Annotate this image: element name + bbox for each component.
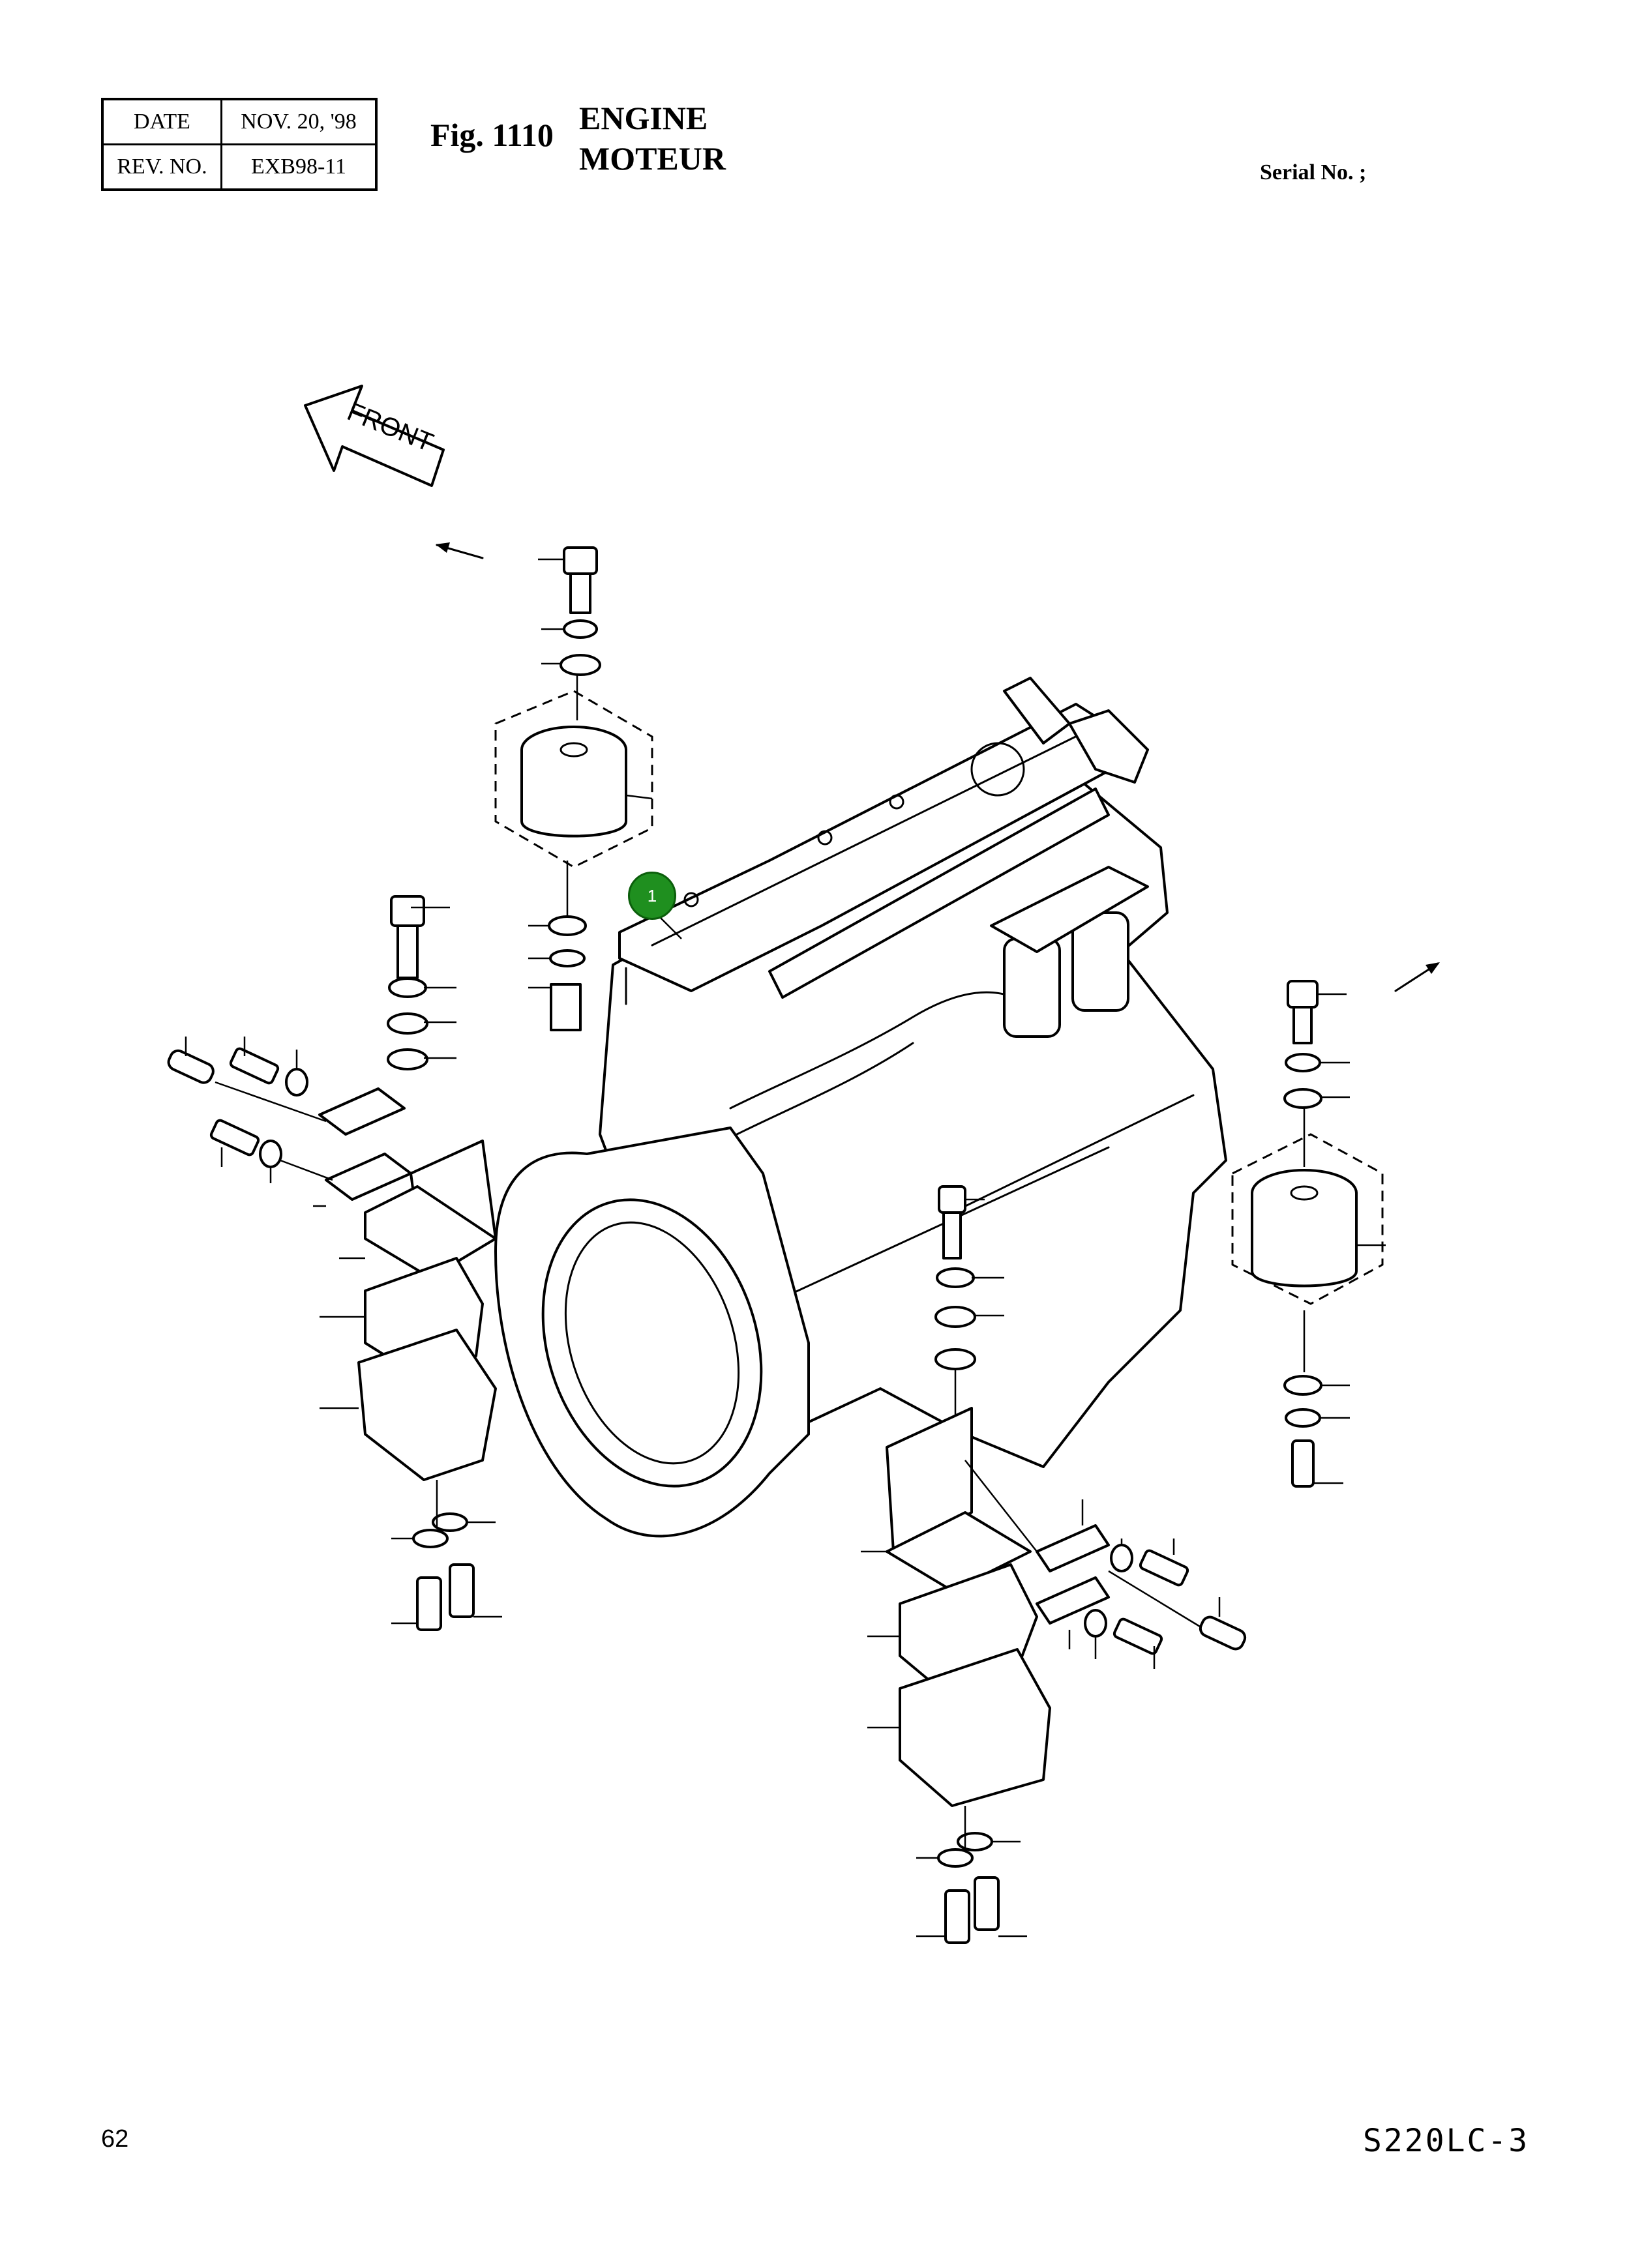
page-number: 62	[101, 2125, 129, 2153]
figure-number: Fig. 1110	[430, 117, 554, 153]
title-english: ENGINE	[579, 100, 708, 136]
engine-mount-upper-right	[1231, 1133, 1386, 1305]
part-callout-1[interactable]: 1	[628, 872, 676, 920]
title-french: MOTEUR	[579, 140, 726, 177]
engine-mount-upper-left	[494, 690, 653, 868]
figure-title: ENGINE MOTEUR	[579, 98, 726, 179]
bolt-stack-right	[1283, 980, 1350, 1488]
flywheel-housing	[494, 1127, 810, 1538]
bolt-stack-top	[528, 546, 601, 1031]
bolt-stack-bottom-center	[916, 1806, 1027, 1944]
rev-label: REV. NO.	[101, 143, 222, 191]
revision-table: DATE NOV. 20, '98 REV. NO. EXB98-11	[101, 98, 378, 191]
callout-1-leader	[658, 915, 682, 939]
date-label: DATE	[101, 98, 222, 145]
date-value: NOV. 20, '98	[220, 98, 378, 145]
model-number: S220LC-3	[1363, 2123, 1530, 2159]
direction-arrow-right-icon	[1394, 962, 1440, 992]
bolt-stack-bottom-left	[391, 1480, 502, 1631]
rev-value: EXB98-11	[220, 143, 378, 191]
bracket-assembly-center	[861, 1185, 1110, 1807]
serial-number-label: Serial No. ;	[1260, 160, 1367, 184]
bracket-assembly-left	[313, 895, 497, 1481]
pins-and-bolts-left	[167, 1037, 333, 1183]
pins-and-bolts-right	[1084, 1539, 1247, 1669]
front-arrow-icon: FRONT	[304, 385, 445, 487]
direction-arrow-left-icon	[436, 542, 484, 559]
